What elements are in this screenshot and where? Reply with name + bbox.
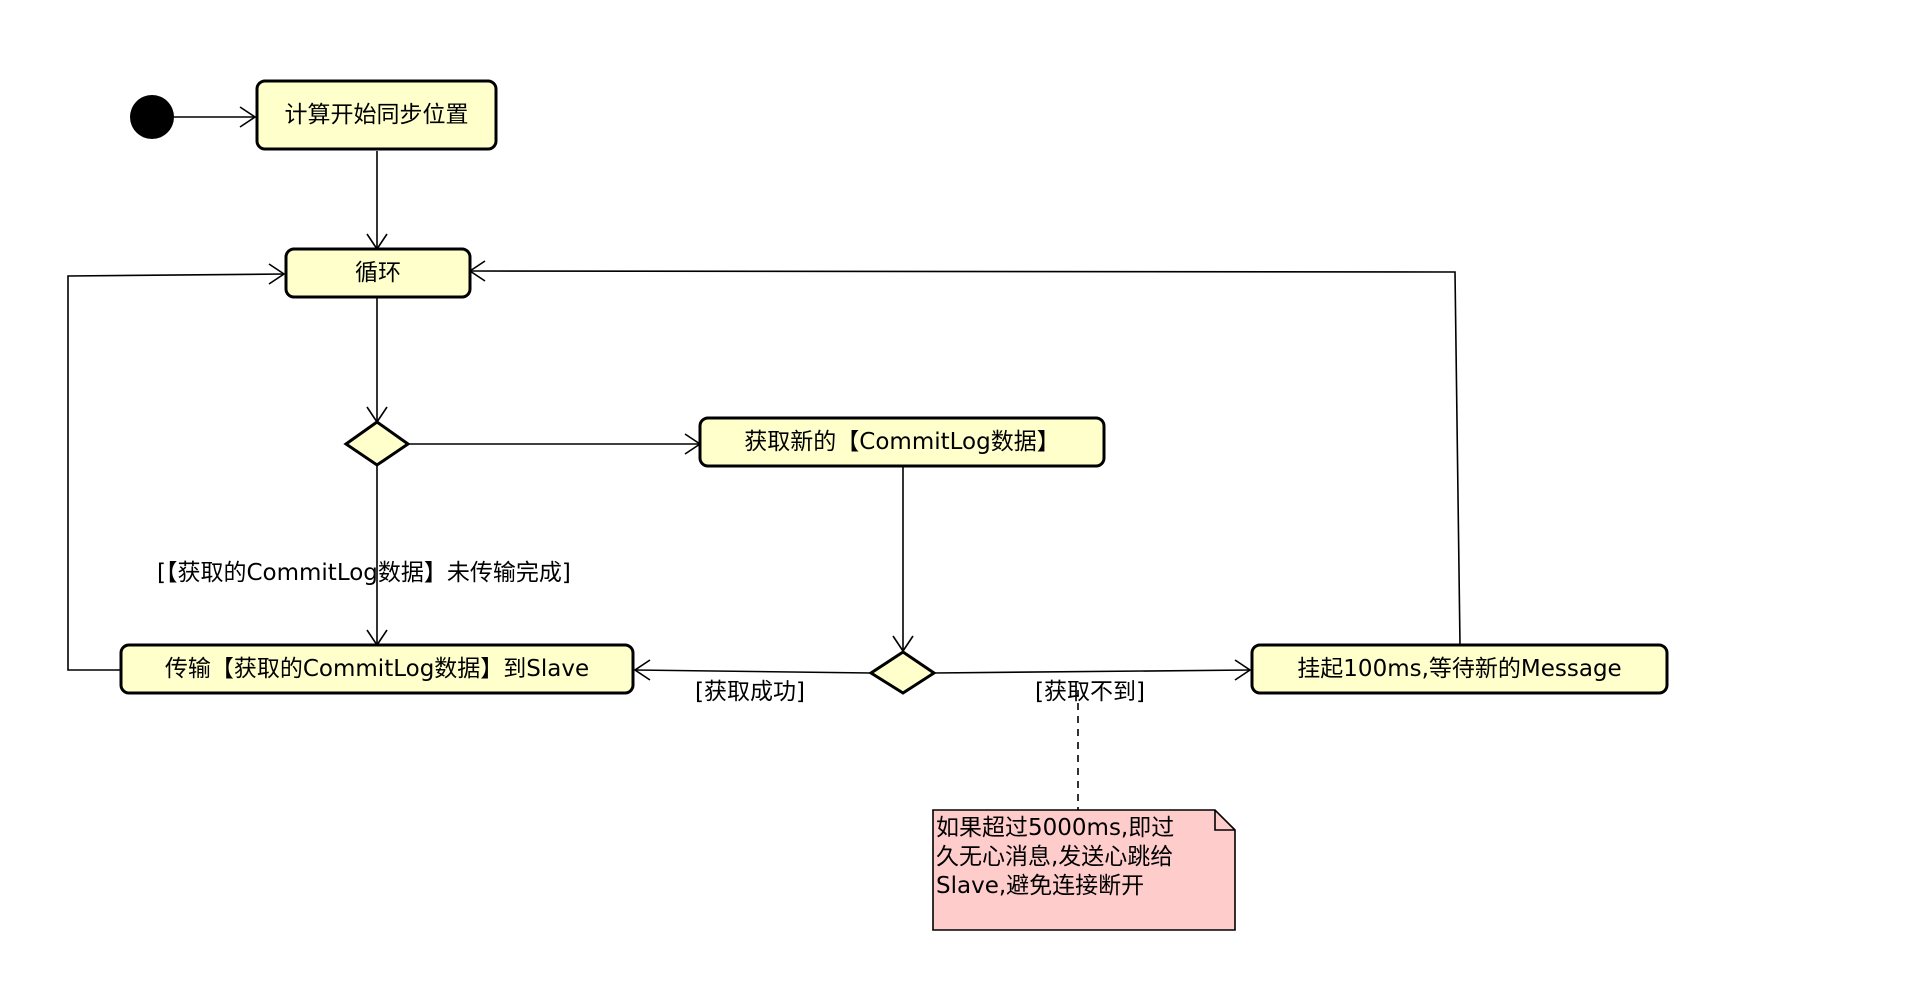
activity-fetch-new-label: 获取新的【CommitLog数据】 (744, 429, 1059, 455)
initial-node (130, 95, 174, 139)
activity-suspend-label: 挂起100ms,等待新的Message (1297, 656, 1621, 682)
note-line-3: Slave,避免连接断开 (936, 873, 1144, 899)
activity-transfer[interactable]: 传输【获取的CommitLog数据】到Slave (119, 643, 635, 695)
guard-not-finished: [【获取的CommitLog数据】未传输完成] (157, 560, 571, 586)
activity-suspend[interactable]: 挂起100ms,等待新的Message (1250, 643, 1669, 695)
arrowhead-decision2-to-suspend (1234, 659, 1252, 681)
guard-fetch-success: [获取成功] (695, 679, 805, 705)
activity-loop[interactable]: 循环 (284, 247, 472, 299)
edge-transfer-to-loop (67, 273, 285, 671)
edge-decision2-to-suspend (933, 669, 1251, 674)
note-fold (1214, 810, 1235, 831)
arrowhead-transfer-to-loop (268, 263, 286, 285)
guard-fetch-none: [获取不到] (1035, 679, 1145, 705)
edge-suspend-to-loop (469, 270, 1461, 646)
arrowhead-initial-to-calc (239, 106, 257, 128)
activity-fetch-new[interactable]: 获取新的【CommitLog数据】 (698, 416, 1106, 468)
note-line-2: 久无心消息,发送心跳给 (936, 844, 1173, 870)
note-body (932, 809, 1236, 931)
edge-decision2-to-transfer (634, 669, 872, 674)
decision-node-1[interactable] (343, 420, 411, 467)
activity-loop-label: 循环 (355, 260, 401, 286)
note-heartbeat: 如果超过5000ms,即过 久无心消息,发送心跳给 Slave,避免连接断开 (932, 809, 1236, 931)
activity-transfer-label: 传输【获取的CommitLog数据】到Slave (165, 656, 589, 682)
activity-calc-start[interactable]: 计算开始同步位置 (255, 79, 498, 151)
decision-node-2[interactable] (868, 650, 937, 695)
activity-calc-start-label: 计算开始同步位置 (285, 102, 469, 128)
arrowhead-decision2-to-transfer (633, 659, 651, 681)
note-line-1: 如果超过5000ms,即过 (936, 815, 1174, 841)
